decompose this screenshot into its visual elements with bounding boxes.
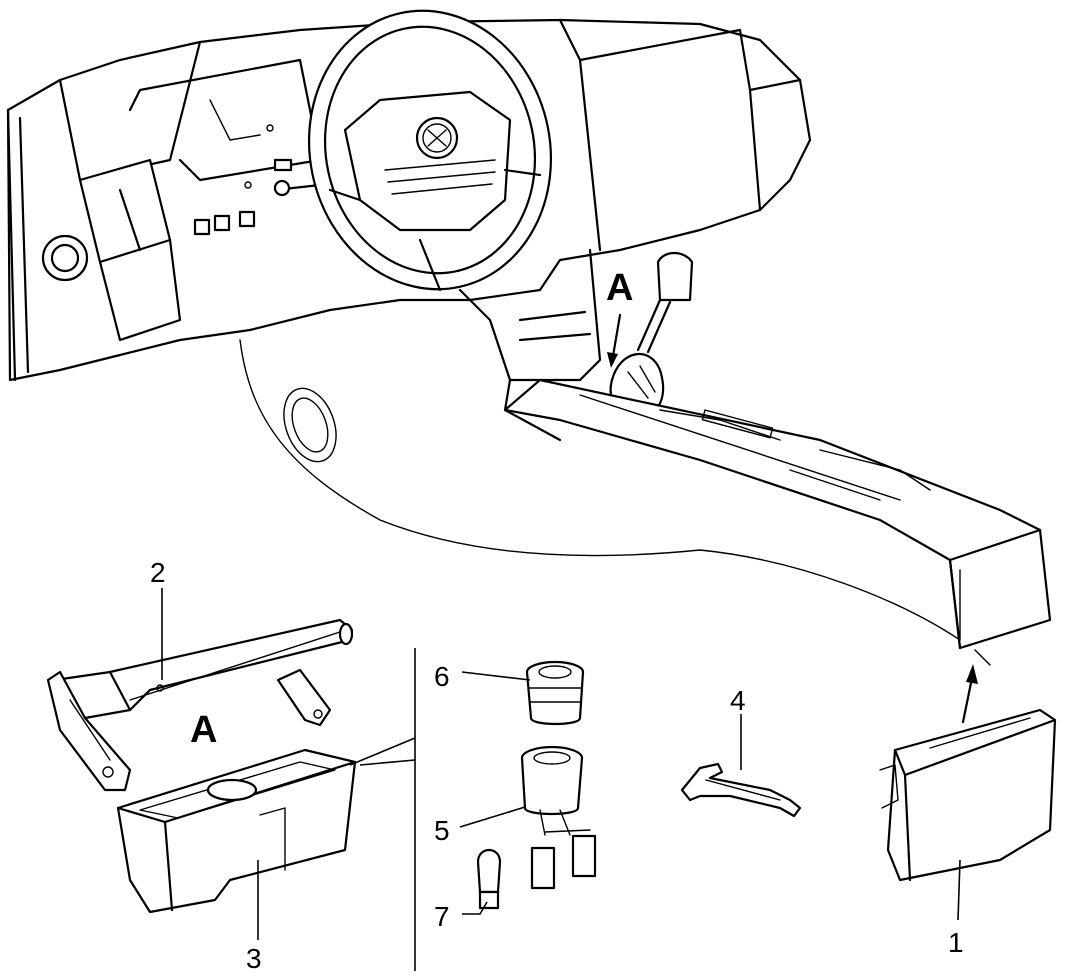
callout-6: 6 <box>434 661 450 692</box>
part-6-lighter-element <box>525 660 585 726</box>
callout-2: 2 <box>150 557 166 588</box>
group-divider <box>349 648 416 971</box>
part-5-lighter-socket <box>520 745 597 890</box>
view-a-marker: A <box>606 267 633 368</box>
part-4-clip <box>680 762 802 818</box>
view-a-marker-label: A <box>606 267 633 309</box>
part-7-bulb <box>476 848 502 910</box>
install-arrow <box>961 664 978 724</box>
part-3-housing <box>116 748 357 914</box>
callout-1: 1 <box>948 927 964 958</box>
dashboard-illustration <box>6 9 1052 666</box>
part-2-lid <box>46 618 354 792</box>
callout-5: 5 <box>434 815 450 846</box>
callout-7: 7 <box>434 901 450 932</box>
arrow-down-icon <box>607 352 618 368</box>
arrow-up-icon <box>966 664 978 684</box>
callout-3: 3 <box>246 943 262 971</box>
part-1-ashtray-drawer <box>879 708 1057 882</box>
detail-view-a-label: A <box>190 709 217 751</box>
callout-labels: 2 3 4 5 6 7 1 <box>150 557 964 974</box>
callout-4: 4 <box>730 685 746 716</box>
leader-lines <box>161 588 961 940</box>
